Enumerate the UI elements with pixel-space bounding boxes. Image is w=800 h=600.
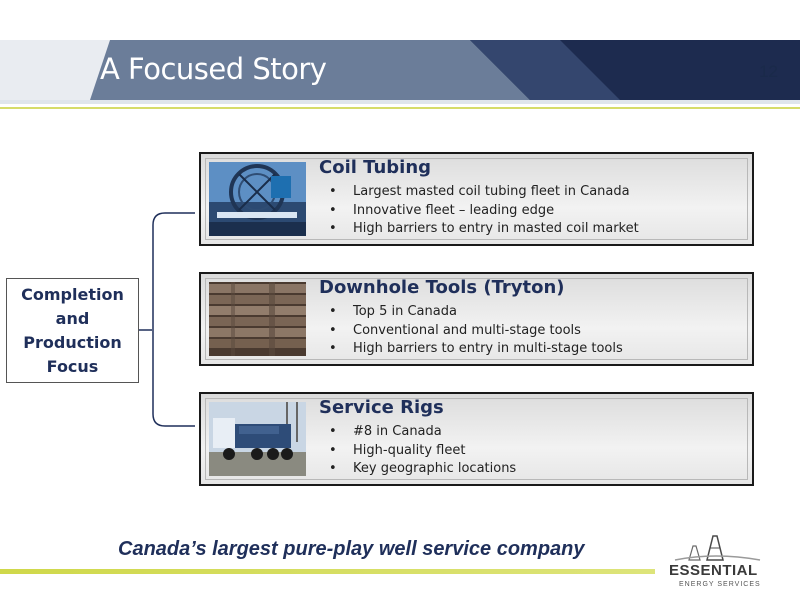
service-card-service-rigs: Service Rigs #8 in Canada High-quality f… [199, 392, 754, 486]
service-title: Downhole Tools (Tryton) [319, 277, 565, 298]
logo-subtitle: ENERGY SERVICES [679, 581, 761, 588]
bullet-item: Key geographic locations [325, 460, 516, 479]
service-bullets: Largest masted coil tubing fleet in Cana… [325, 183, 639, 239]
bullet-item: High barriers to entry in multi-stage to… [325, 340, 623, 359]
header-banner-graphic [0, 40, 800, 109]
service-card-coil-tubing: Coil Tubing Largest masted coil tubing f… [199, 152, 754, 246]
focus-box: Completion and Production Focus [6, 278, 139, 383]
bullet-item: #8 in Canada [325, 423, 516, 442]
service-title: Coil Tubing [319, 157, 432, 178]
bullet-item: Conventional and multi-stage tools [325, 322, 623, 341]
tagline: Canada’s largest pure-play well service … [118, 538, 585, 560]
focus-line: Focus [46, 356, 99, 376]
coil-tubing-photo [209, 162, 306, 236]
company-logo: ESSENTIAL ENERGY SERVICES [665, 534, 775, 594]
logo-derrick-icon [674, 535, 761, 561]
service-bullets: Top 5 in Canada Conventional and multi-s… [325, 303, 623, 359]
bullet-item: Top 5 in Canada [325, 303, 623, 322]
service-rigs-photo [209, 402, 306, 476]
logo-name: ESSENTIAL [669, 562, 758, 579]
service-title: Service Rigs [319, 397, 444, 418]
focus-line: Production [23, 332, 122, 352]
bullet-item: Largest masted coil tubing fleet in Cana… [325, 183, 639, 202]
bullet-item: High-quality fleet [325, 442, 516, 461]
service-bullets: #8 in Canada High-quality fleet Key geog… [325, 423, 516, 479]
focus-label: Completion and Production Focus [21, 283, 124, 379]
downhole-tools-photo [209, 282, 306, 356]
service-card-downhole-tools: Downhole Tools (Tryton) Top 5 in Canada … [199, 272, 754, 366]
bullet-item: High barriers to entry in masted coil ma… [325, 220, 639, 239]
bullet-item: Innovative fleet – leading edge [325, 202, 639, 221]
footer-accent-line [0, 569, 655, 574]
page-number: 12 [759, 62, 778, 81]
focus-line: Completion [21, 284, 124, 304]
slide-header: A Focused Story 12 [0, 0, 800, 110]
focus-line: and [55, 308, 90, 328]
slide-title: A Focused Story [100, 52, 327, 86]
